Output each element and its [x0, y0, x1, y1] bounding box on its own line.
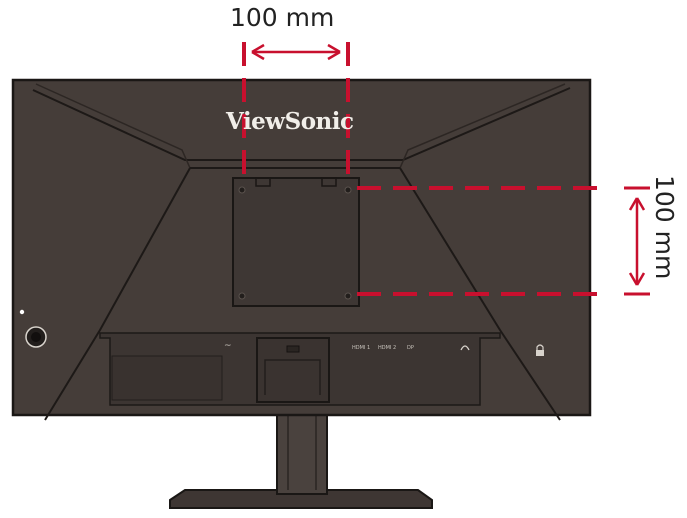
double-arrow-vertical-icon — [628, 197, 646, 286]
power-port-label: ~ — [224, 341, 232, 351]
vesa-hole-tr — [344, 186, 352, 194]
panel-contour — [32, 87, 571, 161]
dp-port-label: DP — [407, 345, 414, 351]
vesa-hole-br — [344, 292, 352, 300]
headphone-icon — [460, 345, 470, 351]
vesa-hole-bl — [238, 292, 246, 300]
horizontal-dimension-label: 100 mm — [230, 3, 335, 32]
vertical-dimension-label: 100 mm — [650, 175, 679, 280]
lock-icon — [536, 344, 544, 356]
vesa-mount-plate — [232, 177, 360, 307]
brand-logo: ViewSonic — [226, 108, 354, 135]
hdmi2-port-label: HDMI 2 — [378, 345, 397, 351]
hdmi1-port-label: HDMI 1 — [352, 345, 371, 351]
horizontal-dimension-guide — [242, 42, 350, 180]
vesa-hole-tl — [238, 186, 246, 194]
stand-base — [169, 489, 433, 509]
label-area — [111, 355, 223, 401]
double-arrow-horizontal-icon — [251, 43, 341, 61]
vertical-dimension-guide — [357, 186, 650, 296]
power-dot — [19, 309, 25, 315]
